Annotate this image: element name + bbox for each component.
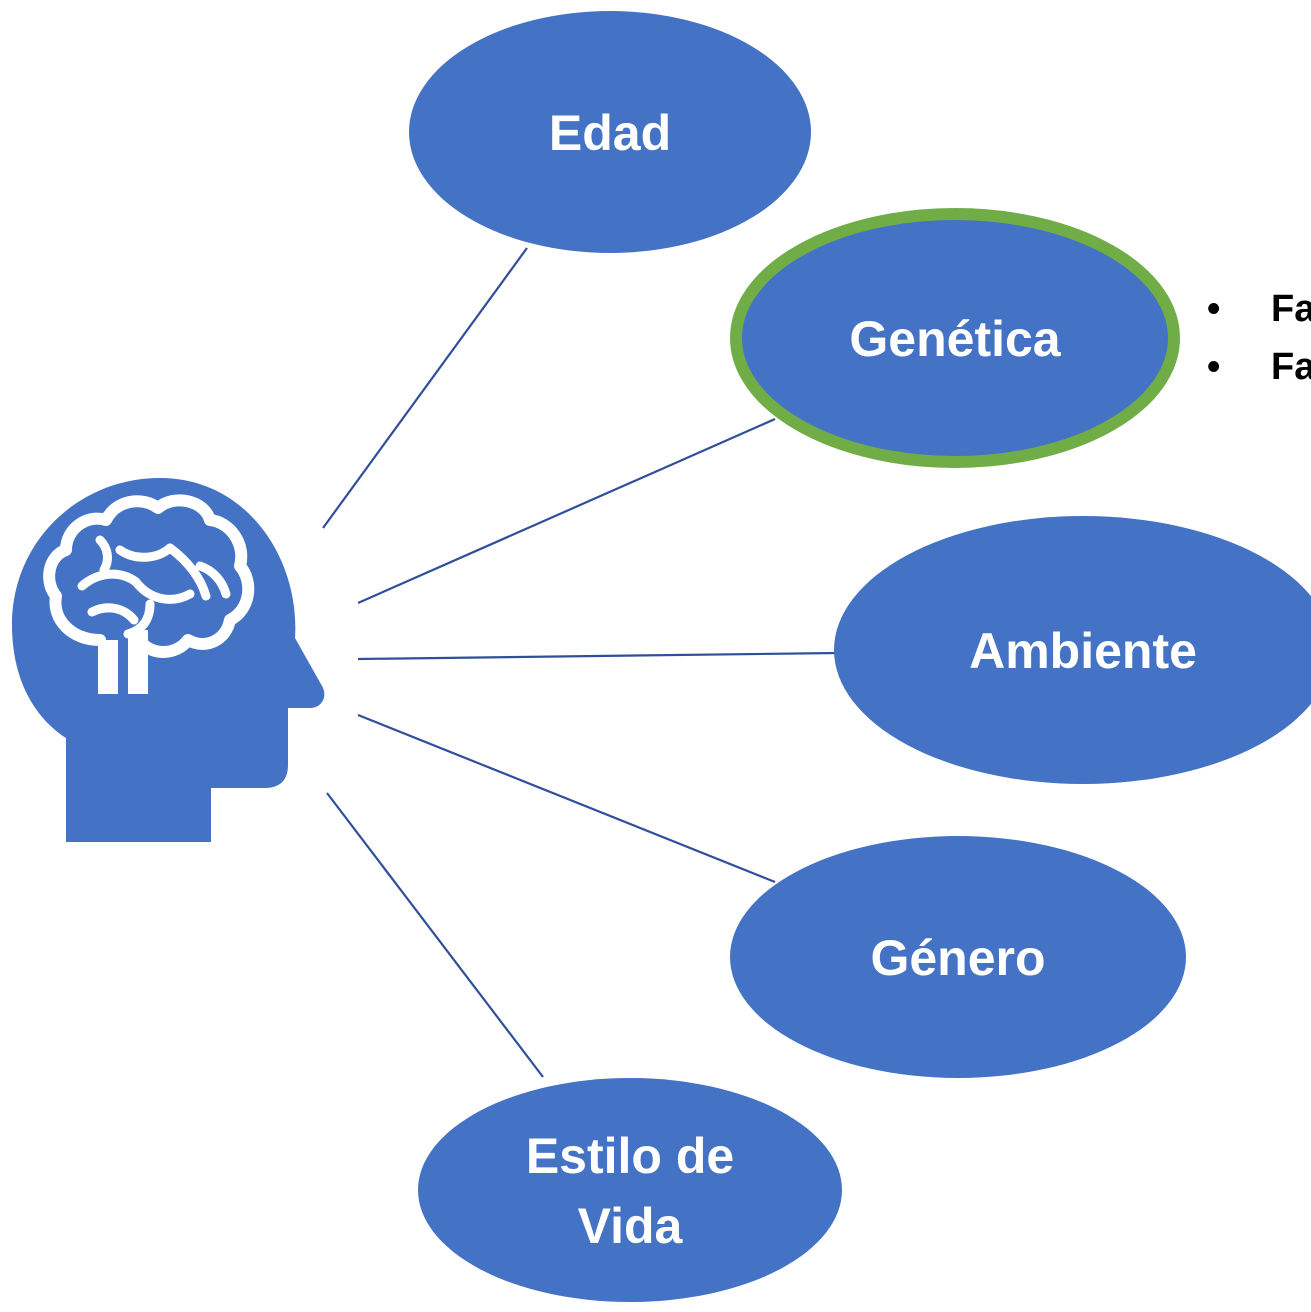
node-genetica: Genética [730, 208, 1180, 468]
node-genero-label: Género [870, 930, 1045, 986]
connector-genero [357, 713, 776, 884]
connector-ambiente [357, 651, 839, 661]
node-edad-label: Edad [549, 105, 671, 161]
connector-genetica [357, 417, 776, 605]
bullet-item: Fa [1271, 288, 1311, 330]
node-estilo-label-line1: Estilo de [526, 1128, 734, 1184]
node-ambiente: Ambiente [834, 516, 1311, 784]
node-estilo-de-vida: Estilo de Vida [418, 1078, 842, 1302]
node-genetica-label: Genética [849, 311, 1061, 367]
bullet-marker: • [1207, 288, 1220, 330]
genetica-bullet-list: • Fa • Fa [1207, 288, 1311, 388]
node-edad: Edad [409, 11, 811, 253]
bullet-item: Fa [1271, 346, 1311, 388]
node-estilo-label-line2: Vida [578, 1198, 684, 1254]
bullet-marker: • [1207, 346, 1220, 388]
connector-edad [322, 247, 528, 529]
head-brain-icon [12, 478, 325, 842]
node-genero: Género [730, 836, 1186, 1078]
connector-estilo [326, 792, 544, 1078]
node-ambiente-label: Ambiente [969, 623, 1197, 679]
connectors [322, 247, 839, 1078]
